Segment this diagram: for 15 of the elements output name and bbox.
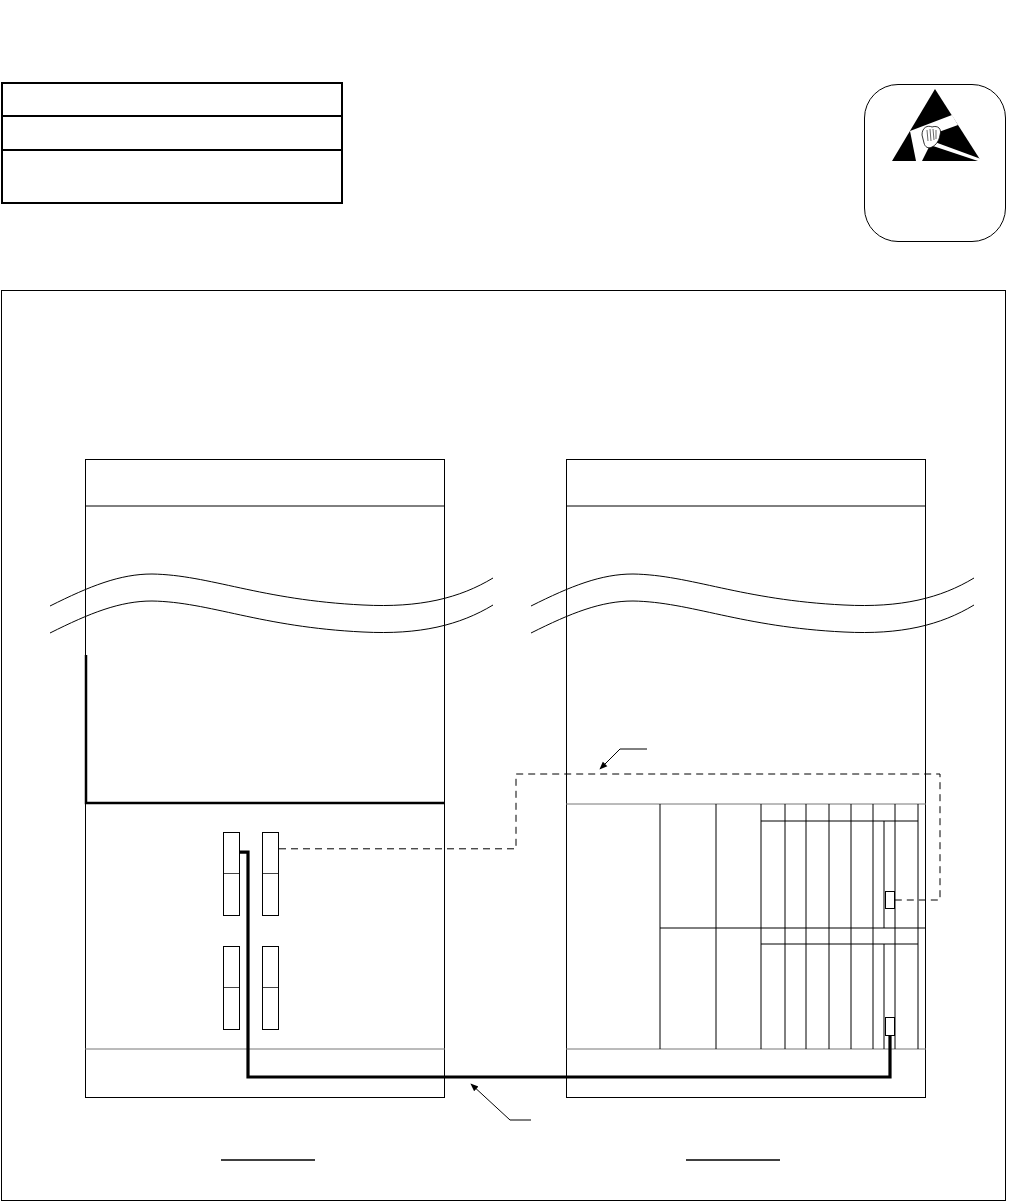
circuit-card <box>262 832 279 916</box>
connector-port <box>885 891 895 909</box>
table-row <box>1 115 343 151</box>
cable-line <box>239 850 892 1079</box>
shelf-unit <box>566 459 926 1098</box>
shelf-unit <box>85 459 445 1098</box>
table-row <box>1 149 343 204</box>
warning-sign-panel <box>864 84 1006 242</box>
connector-port <box>885 1017 895 1036</box>
circuit-card <box>262 946 279 1030</box>
circuit-card <box>223 946 240 1030</box>
table-row <box>1 82 343 117</box>
cable-line <box>278 773 941 901</box>
diagram-frame <box>1 290 1006 1201</box>
circuit-card <box>223 832 240 916</box>
